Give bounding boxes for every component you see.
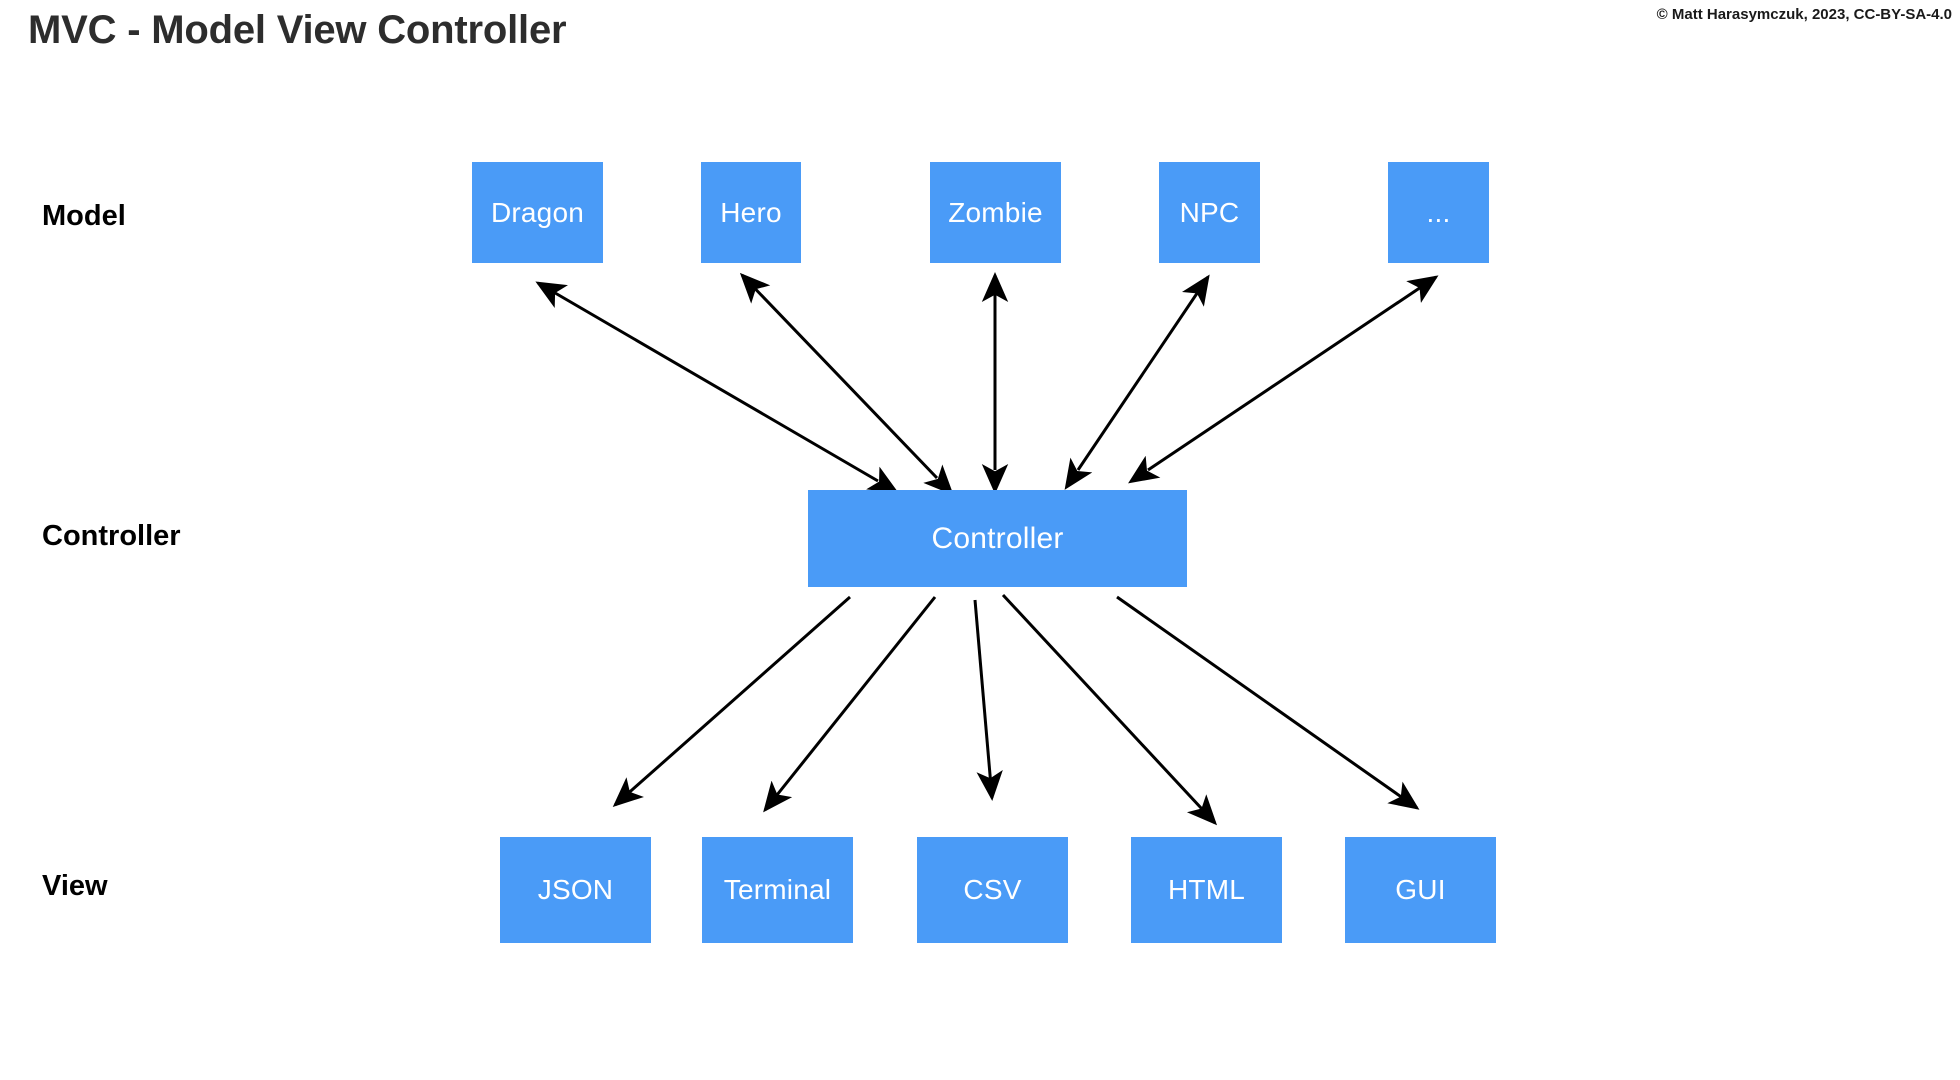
model-node-zombie[interactable]: Zombie xyxy=(930,162,1061,263)
arrow-controller-to-hero xyxy=(739,272,954,496)
arrow-controller-to-ellipsis xyxy=(1128,275,1439,484)
node-label: ... xyxy=(1426,196,1451,228)
edges-model-controller xyxy=(535,272,1439,496)
page-title: MVC - Model View Controller xyxy=(28,8,567,52)
view-node-html[interactable]: HTML xyxy=(1131,837,1282,943)
node-label: Hero xyxy=(720,196,782,228)
view-node-terminal[interactable]: Terminal xyxy=(702,837,853,943)
arrow-controller-to-npc xyxy=(1064,274,1210,490)
row-label-view: View xyxy=(42,870,108,902)
node-label: NPC xyxy=(1179,196,1240,228)
model-node-ellipsis[interactable]: ... xyxy=(1388,162,1489,263)
model-node-hero[interactable]: Hero xyxy=(701,162,801,263)
node-label: Terminal xyxy=(723,874,832,905)
arrow-controller-to-csv xyxy=(973,599,1003,801)
arrow-controller-to-gui xyxy=(1116,595,1420,810)
arrow-controller-to-terminal xyxy=(763,596,937,813)
node-label: JSON xyxy=(537,874,614,905)
node-label: CSV xyxy=(963,874,1022,905)
view-node-json[interactable]: JSON xyxy=(500,837,651,943)
node-label: Zombie xyxy=(948,196,1043,228)
row-label-controller: Controller xyxy=(42,520,181,552)
arrow-controller-to-json xyxy=(612,595,851,807)
view-node-csv[interactable]: CSV xyxy=(917,837,1068,943)
edges-controller-view xyxy=(612,593,1420,826)
node-label: GUI xyxy=(1395,874,1446,905)
row-label-model: Model xyxy=(42,200,126,232)
arrow-controller-to-html xyxy=(1001,593,1218,826)
model-node-dragon[interactable]: Dragon xyxy=(472,162,603,263)
view-node-gui[interactable]: GUI xyxy=(1345,837,1496,943)
controller-node-controller[interactable]: Controller xyxy=(808,490,1187,587)
arrow-controller-to-dragon xyxy=(535,281,899,494)
model-node-npc[interactable]: NPC xyxy=(1159,162,1260,263)
node-label: HTML xyxy=(1167,874,1246,905)
node-label: Controller xyxy=(931,521,1064,555)
node-label: Dragon xyxy=(490,196,585,228)
copyright-notice: © Matt Harasymczuk, 2023, CC-BY-SA-4.0 xyxy=(1656,6,1952,23)
